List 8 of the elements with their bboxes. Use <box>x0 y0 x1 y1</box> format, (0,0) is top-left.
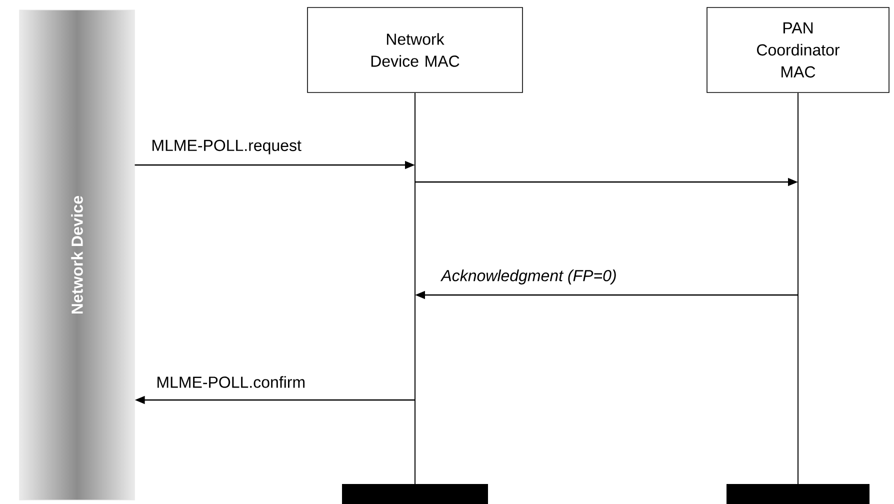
lifeline-box: Network Device MAC <box>307 7 523 93</box>
message-label: MLME-POLL.confirm <box>155 375 307 389</box>
lifeline-end-bar <box>342 484 488 504</box>
lifeline-box: PAN Coordinator MAC <box>706 7 890 93</box>
side-band: Network Device <box>19 10 135 500</box>
message-label: MLME-POLL.request <box>150 138 302 156</box>
lifeline-end-bar <box>726 484 870 504</box>
message-label: Acknowledgment (FP=0) <box>440 268 618 286</box>
